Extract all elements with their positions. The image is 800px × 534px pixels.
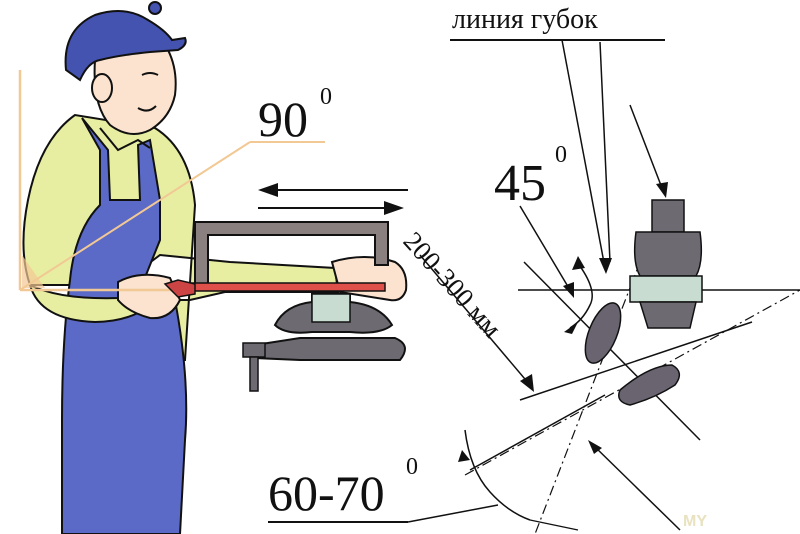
head [93,48,177,135]
label-angle-45: 45 0 [494,142,567,212]
left-arm [28,278,161,324]
cap [64,10,187,82]
ear [91,73,113,103]
cap-button [148,1,162,15]
label-jaw-line: линия губок [450,4,665,41]
distance-label: 200-300 мм [398,226,508,343]
hacksaw-blade [174,282,386,292]
worker-figure [22,1,408,534]
angle-diagram [419,39,800,534]
angle-45-degree: 0 [555,142,567,168]
jaw-line-text: линия губок [452,4,598,35]
mouth [137,105,157,112]
angle-60-70-degree: 0 [406,454,418,480]
watermark: MY [683,513,707,530]
stroke-arrows [258,183,408,215]
hacksaw-grip [163,279,196,298]
angle-45-value: 45 [494,155,546,212]
bench-vise [242,293,406,392]
vise-jaw-plate [311,293,351,323]
angle-60-70-leader [407,504,499,523]
vise-handle [242,342,266,358]
vise-jaw-front-view [629,199,703,329]
vise-base [254,337,406,361]
label-angle-90: 90 0 [258,84,332,147]
eye [141,72,159,76]
label-angle-60-70: 60-70 0 [268,454,499,523]
angle-60-70-value: 60-70 [268,465,385,521]
vise-screw [249,356,259,392]
workpiece-45 [584,302,622,364]
left-hand [117,273,182,320]
angle-90-value: 90 [258,91,308,147]
collar [99,127,151,152]
angle-90-degree: 0 [320,84,332,110]
hacksaw [163,221,389,298]
workpiece-60-70 [618,364,681,406]
hacksaw-frame [194,221,389,291]
